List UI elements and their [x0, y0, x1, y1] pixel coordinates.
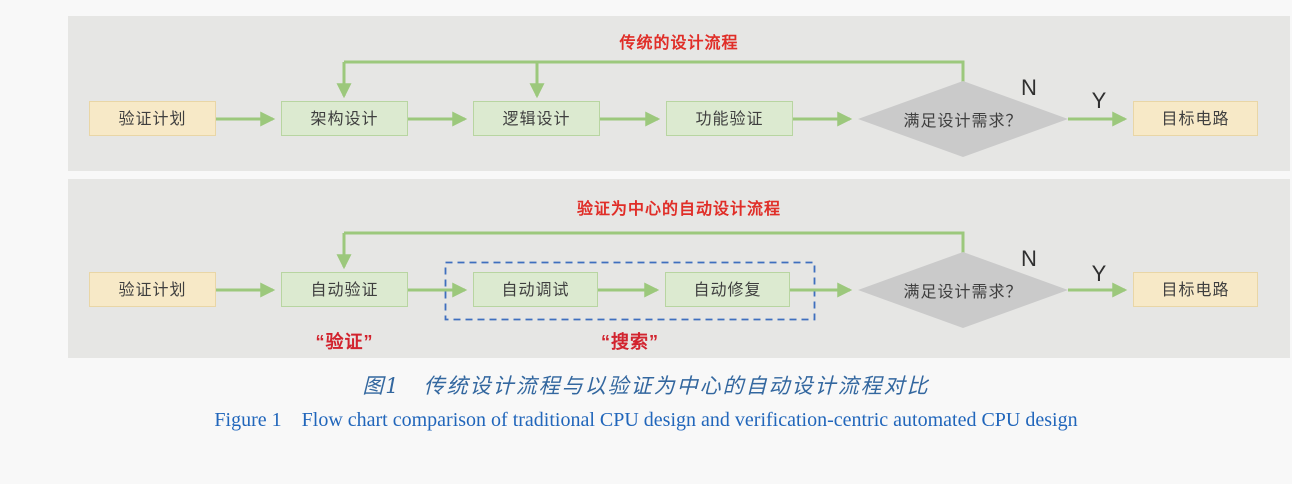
no-branch-label: N	[1021, 75, 1037, 100]
node-verification-plan: 验证计划	[89, 272, 216, 307]
verify-annotation: “验证”	[315, 332, 374, 352]
traditional-flow-connectors	[216, 60, 1128, 127]
node-auto-debug: 自动调试	[473, 272, 598, 307]
yes-branch-label: Y	[1091, 261, 1107, 286]
traditional-flow-panel: 传统的设计流程 验证计划 架构设计 逻辑设计 功能验证 满足设计需求？ N Y …	[68, 16, 1290, 171]
node-functional-verification: 功能验证	[666, 101, 793, 136]
figure-caption-english: Figure 1 Flow chart comparison of tradit…	[214, 409, 1078, 431]
figure-caption-chinese: 图1 传统设计流程与以验证为中心的自动设计流程对比	[362, 374, 930, 398]
node-auto-verification: 自动验证	[281, 272, 408, 307]
flow-arrows	[216, 60, 1128, 127]
node-logic-design: 逻辑设计	[473, 101, 600, 136]
feedback-line	[344, 60, 965, 83]
feedback-line	[344, 231, 965, 254]
node-architecture-design: 架构设计	[281, 101, 408, 136]
automated-flow-title: 验证为中心的自动设计流程	[576, 201, 781, 218]
node-target-circuit: 目标电路	[1133, 101, 1258, 136]
yes-branch-label: Y	[1091, 88, 1107, 113]
automated-flow-connectors	[216, 231, 1128, 321]
automated-flow-panel: 验证为中心的自动设计流程 验证计划 自动验证 自动调试 自动修复 满足设计需求？…	[68, 179, 1290, 358]
node-verification-plan: 验证计划	[89, 101, 216, 136]
traditional-flow-title: 传统的设计流程	[619, 35, 739, 52]
no-branch-label: N	[1021, 246, 1037, 271]
search-annotation: “搜索”	[601, 332, 659, 352]
node-target-circuit: 目标电路	[1133, 272, 1258, 307]
node-auto-fix: 自动修复	[665, 272, 790, 307]
flow-arrows	[216, 231, 1128, 298]
